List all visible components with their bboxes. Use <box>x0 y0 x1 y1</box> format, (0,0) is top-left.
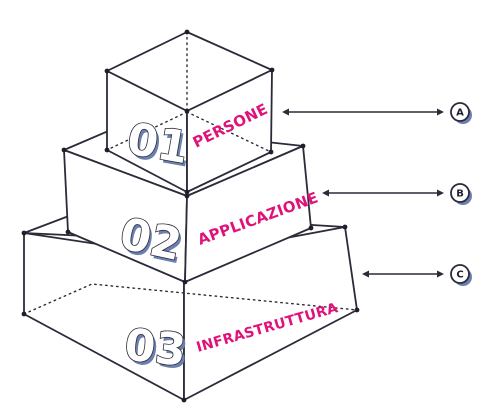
level-number-3: 03 03 <box>121 319 191 380</box>
level-number-1: 01 01 <box>123 113 195 178</box>
badge-a: A <box>450 102 472 124</box>
box-1-hidden-edges <box>106 31 272 153</box>
box-level-1 <box>104 29 275 195</box>
svg-text:B: B <box>456 189 464 200</box>
arrow-a <box>282 108 444 116</box>
svg-text:03: 03 <box>125 323 191 380</box>
svg-text:C: C <box>456 270 463 281</box>
arrow-c <box>362 270 444 278</box>
svg-text:02: 02 <box>118 212 188 275</box>
badge-b: B <box>450 183 472 205</box>
svg-text:01: 01 <box>126 117 195 178</box>
svg-text:A: A <box>456 108 464 119</box>
badge-c: C <box>450 264 472 286</box>
svg-text:01: 01 <box>123 113 192 174</box>
level-number-2: 02 02 <box>115 208 189 275</box>
svg-text:03: 03 <box>122 320 188 377</box>
arrow-b <box>322 189 444 197</box>
svg-text:02: 02 <box>115 208 185 271</box>
